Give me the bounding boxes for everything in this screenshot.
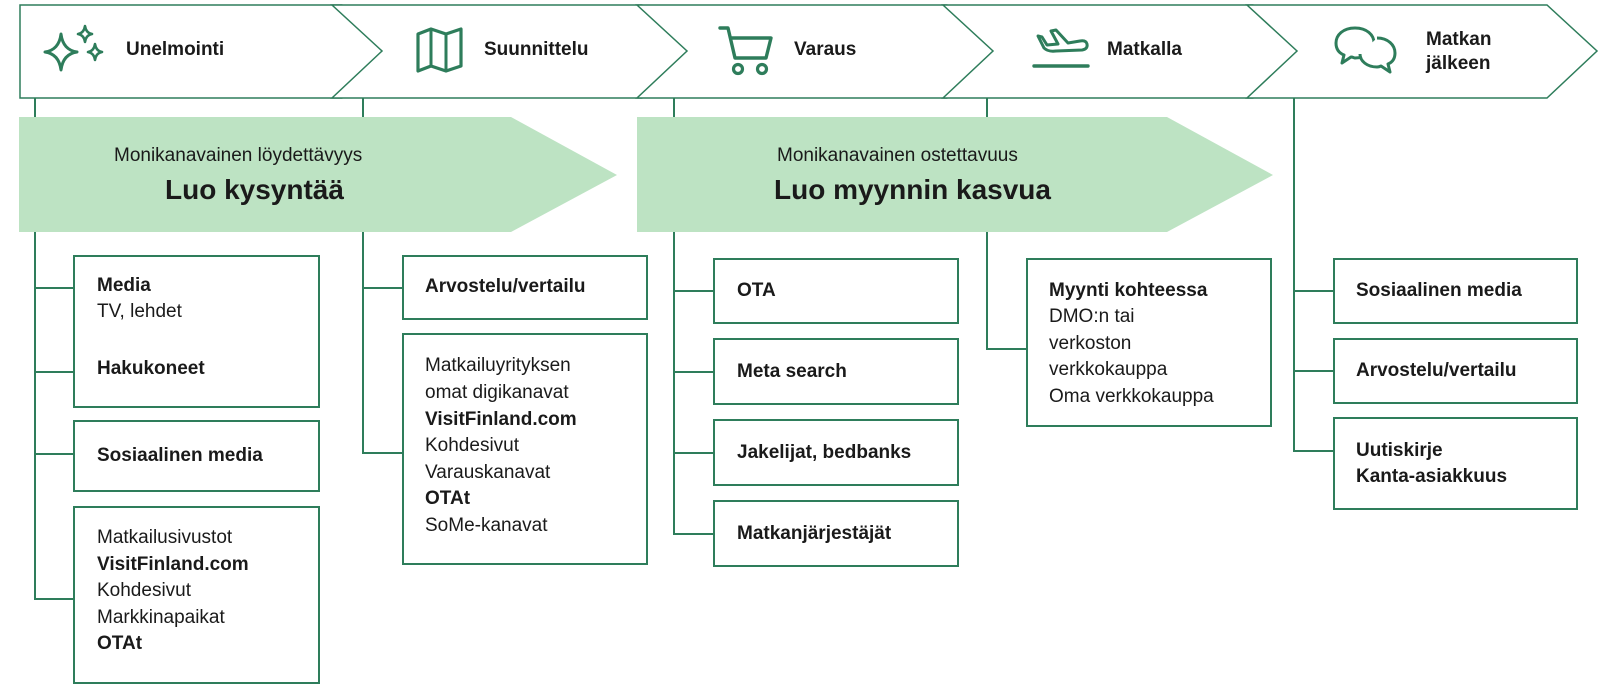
connector-line bbox=[34, 371, 73, 373]
stage-label-varaus: Varaus bbox=[794, 39, 857, 60]
connector-line bbox=[673, 371, 713, 373]
channel-box-arvostelu: Arvostelu/vertailu bbox=[402, 255, 648, 320]
channel-box-digikanavat: Matkailuyrityksen omat digikanavat Visit… bbox=[402, 333, 648, 565]
box-text: Myynti kohteessa bbox=[1049, 280, 1208, 301]
box-text: Varauskanavat bbox=[425, 462, 551, 483]
channel-box-meta-search: Meta search bbox=[713, 338, 959, 405]
box-text: Meta search bbox=[737, 361, 847, 382]
box-text: Arvostelu/vertailu bbox=[425, 276, 586, 297]
connector-line bbox=[673, 290, 713, 292]
connector-line bbox=[986, 98, 988, 117]
box-text: Kohdesivut bbox=[97, 580, 192, 601]
connector-line bbox=[34, 232, 36, 600]
connector-line bbox=[1293, 370, 1333, 372]
box-text: Markkinapaikat bbox=[97, 607, 225, 628]
channel-box-matkailusivustot: Matkailusivustot VisitFinland.com Kohdes… bbox=[73, 506, 320, 684]
box-text: Arvostelu/vertailu bbox=[1356, 360, 1517, 381]
connector-line bbox=[673, 452, 713, 454]
banner-subtitle-myynti: Monikanavainen ostettavuus bbox=[777, 145, 1018, 166]
stage-chevron-jalkeen bbox=[1245, 4, 1599, 99]
connector-line bbox=[673, 533, 713, 535]
channel-box-media: Media TV, lehdet Hakukoneet bbox=[73, 255, 320, 408]
connector-line bbox=[34, 598, 73, 600]
stage-label-unelmointi: Unelmointi bbox=[126, 39, 225, 60]
channel-box-sosiaalinen-media: Sosiaalinen media bbox=[73, 420, 320, 492]
channel-box-matkanjarjestajat: Matkanjärjestäjät bbox=[713, 500, 959, 567]
sparkle-icon bbox=[43, 24, 104, 72]
map-icon bbox=[416, 27, 463, 73]
box-text: OTA bbox=[737, 280, 776, 301]
channel-box-arvostelu-2: Arvostelu/vertailu bbox=[1333, 338, 1578, 404]
box-text: OTAt bbox=[425, 488, 471, 509]
connector-line bbox=[673, 98, 675, 117]
banner-shape-myynti bbox=[637, 117, 1273, 232]
box-text: SoMe-kanavat bbox=[425, 515, 548, 536]
connector-line bbox=[362, 232, 364, 454]
plane-icon bbox=[1032, 28, 1090, 68]
box-text: Jakelijat, bedbanks bbox=[737, 442, 912, 463]
banner-title-myynti: Luo myynnin kasvua bbox=[774, 174, 1051, 205]
box-text: verkkokauppa bbox=[1049, 359, 1168, 380]
connector-line bbox=[362, 98, 364, 117]
connector-line bbox=[362, 452, 402, 454]
connector-line bbox=[34, 287, 73, 289]
banner-subtitle-kysyntaa: Monikanavainen löydettävyys bbox=[114, 145, 363, 166]
stage-label-matkan-jalkeen-line1: Matkan bbox=[1426, 29, 1492, 50]
box-text: VisitFinland.com bbox=[97, 554, 249, 575]
box-text: Media bbox=[97, 275, 151, 296]
box-text: Matkailuyrityksen bbox=[425, 355, 571, 376]
box-text: VisitFinland.com bbox=[425, 409, 577, 430]
stage-label-matkan-jalkeen-line2: jälkeen bbox=[1426, 53, 1491, 74]
connector-line bbox=[1293, 450, 1333, 452]
box-text: Kohdesivut bbox=[425, 435, 520, 456]
connector-line bbox=[1293, 290, 1333, 292]
stage-label-suunnittelu: Suunnittelu bbox=[484, 39, 589, 60]
box-text: Kanta-asiakkuus bbox=[1356, 466, 1508, 487]
channel-box-ota: OTA bbox=[713, 258, 959, 324]
banner-shape-kysyntaa bbox=[19, 117, 617, 232]
connector-line bbox=[1293, 98, 1295, 452]
box-text: Sosiaalinen media bbox=[97, 445, 263, 466]
connector-line bbox=[986, 348, 1026, 350]
box-text: Uutiskirje bbox=[1356, 440, 1443, 461]
box-text: TV, lehdet bbox=[97, 301, 182, 322]
box-text: Matkanjärjestäjät bbox=[737, 523, 892, 544]
banner-title-kysyntaa: Luo kysyntää bbox=[165, 174, 344, 205]
channel-box-sosiaalinen-media-2: Sosiaalinen media bbox=[1333, 258, 1578, 324]
box-text: OTAt bbox=[97, 633, 143, 654]
box-text: verkoston bbox=[1049, 333, 1132, 354]
box-text: Hakukoneet bbox=[97, 358, 205, 379]
box-text: Matkailusivustot bbox=[97, 527, 233, 548]
box-text: omat digikanavat bbox=[425, 382, 569, 403]
chat-icon bbox=[1334, 26, 1397, 74]
channel-box-myynti-kohteessa: Myynti kohteessa DMO:n tai verkoston ver… bbox=[1026, 258, 1272, 427]
channel-box-jakelijat: Jakelijat, bedbanks bbox=[713, 419, 959, 486]
box-text: DMO:n tai bbox=[1049, 306, 1135, 327]
connector-line bbox=[362, 287, 402, 289]
box-text: Sosiaalinen media bbox=[1356, 280, 1522, 301]
connector-line bbox=[34, 98, 36, 117]
stage-label-matkalla: Matkalla bbox=[1107, 39, 1182, 60]
box-text: Oma verkkokauppa bbox=[1049, 386, 1214, 407]
connector-line bbox=[34, 453, 73, 455]
connector-line bbox=[986, 232, 988, 350]
channel-box-uutiskirje: Uutiskirje Kanta-asiakkuus bbox=[1333, 417, 1578, 510]
cart-icon bbox=[718, 26, 773, 76]
connector-line bbox=[673, 232, 675, 535]
